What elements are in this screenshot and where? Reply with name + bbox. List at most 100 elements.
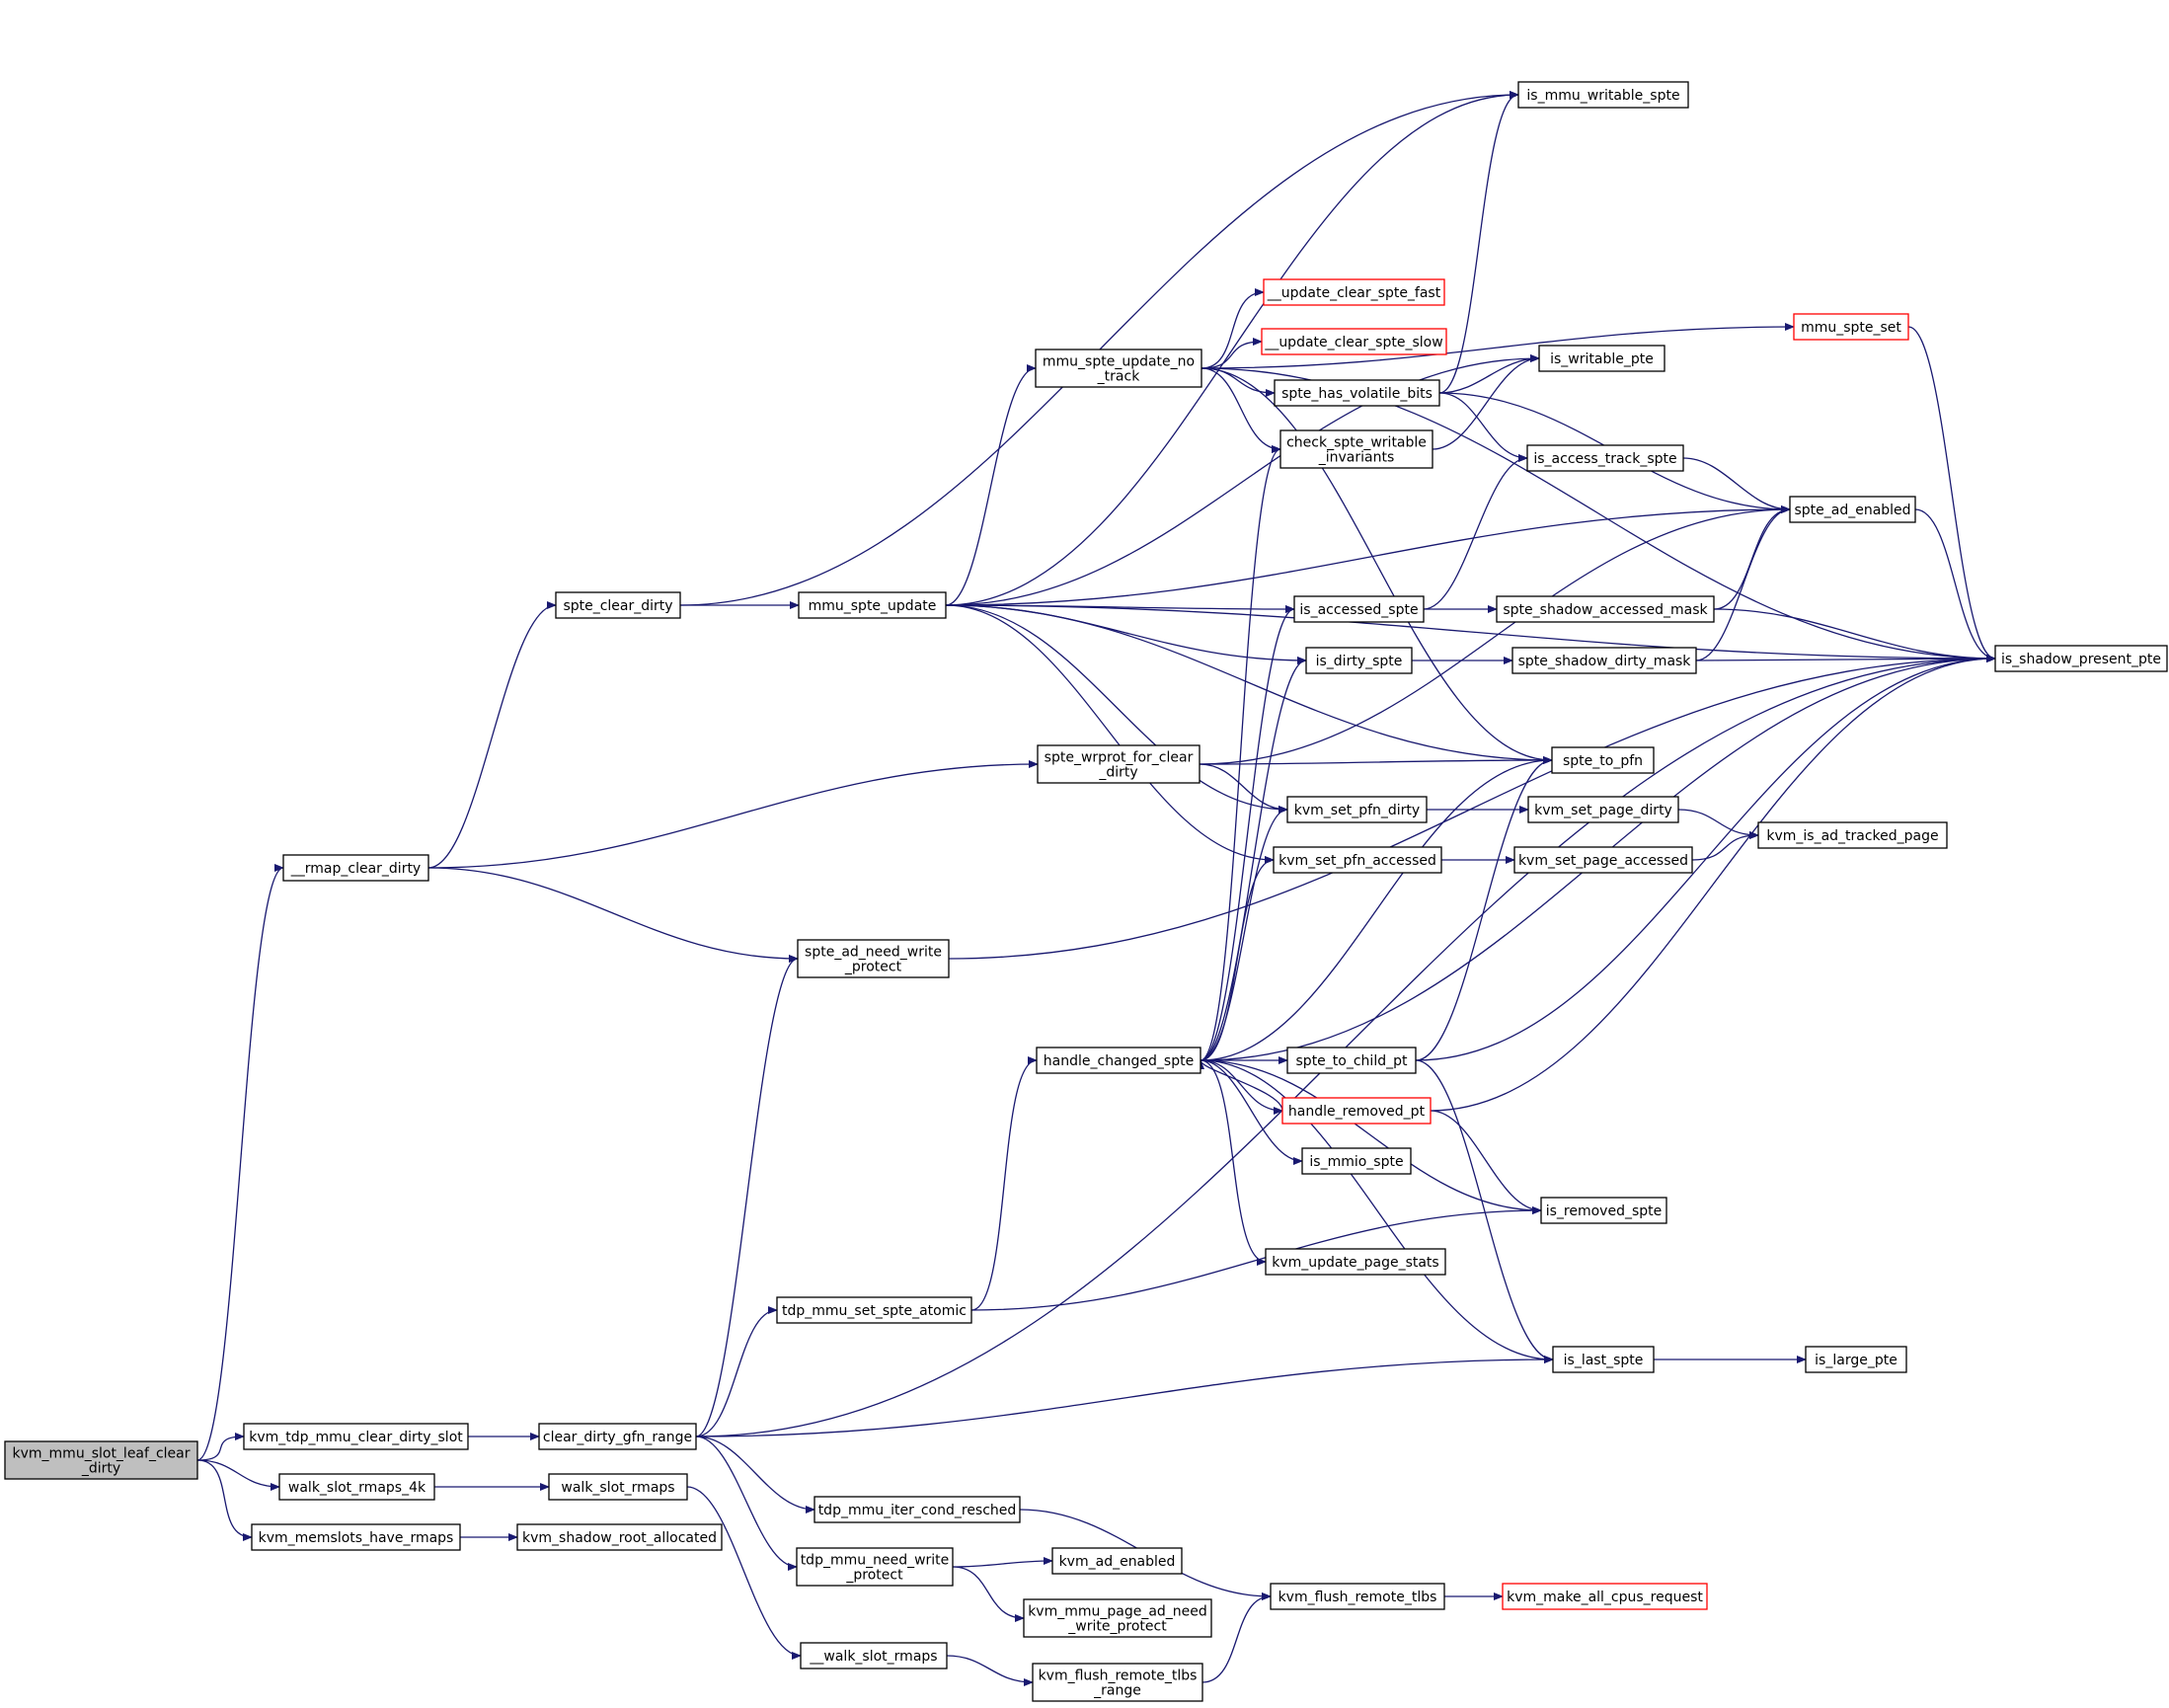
node-is-large-pte[interactable]: is_large_pte xyxy=(1805,1346,1907,1373)
node-label: spte_wrprot_for_clear xyxy=(1045,750,1194,766)
node-box xyxy=(1281,1097,1432,1125)
node-is-access-track-spte[interactable]: is_access_track_spte xyxy=(1526,444,1684,472)
node-label: spte_clear_dirty xyxy=(563,598,672,614)
node-is-shadow-present-pte[interactable]: is_shadow_present_pte xyxy=(1994,645,2168,672)
node-kvm-tdp-mmu-clear-dirty-slot[interactable]: kvm_tdp_mmu_clear_dirty_slot xyxy=(243,1423,469,1450)
node-kvm-flush-remote-tlbs-range[interactable]: kvm_flush_remote_tlbs_range xyxy=(1032,1663,1203,1702)
node-kvm-update-page-stats[interactable]: kvm_update_page_stats xyxy=(1265,1248,1446,1276)
node-box xyxy=(1527,796,1679,823)
node-clear-dirty-gfn-range[interactable]: clear_dirty_gfn_range xyxy=(538,1423,697,1450)
edge-spte_to_child_pt-to-spte_to_pfn xyxy=(1415,756,1553,1061)
node-mmu-spte-set[interactable]: mmu_spte_set xyxy=(1793,313,1909,341)
node-box xyxy=(813,1496,1021,1523)
node-label: is_dirty_spte xyxy=(1316,654,1403,669)
node-label: kvm_make_all_cpus_request xyxy=(1507,1590,1703,1605)
node-is-last-spte[interactable]: is_last_spte xyxy=(1552,1346,1655,1373)
edge-mmu_spte_update_no_track-to-update_clear_spte_slow xyxy=(1201,338,1263,369)
node-box xyxy=(516,1523,723,1551)
node-spte-has-volatile-bits[interactable]: spte_has_volatile_bits xyxy=(1274,379,1440,407)
node-label: is_shadow_present_pte xyxy=(2001,652,2161,667)
edge-mmu_spte_update_no_track-to-mmu_spte_set xyxy=(1201,323,1795,369)
edge-spte_ad_need_write_protect-to-is_shadow_present_pte xyxy=(948,655,1996,960)
node-mmu-spte-update-no-track[interactable]: mmu_spte_update_no_track xyxy=(1035,349,1202,388)
edge-clear_dirty_gfn_range-to-tdp_mmu_need_write_protect xyxy=(695,1436,798,1571)
node-kvm-set-page-dirty[interactable]: kvm_set_page_dirty xyxy=(1527,796,1679,823)
node-box xyxy=(1037,744,1201,784)
node-handle-removed-pt[interactable]: handle_removed_pt xyxy=(1281,1097,1432,1125)
node-root[interactable]: kvm_mmu_slot_leaf_clear_dirty xyxy=(4,1440,198,1480)
node-is-mmio-spte[interactable]: is_mmio_spte xyxy=(1301,1147,1412,1175)
node-is-mmu-writable-spte[interactable]: is_mmu_writable_spte xyxy=(1517,81,1689,109)
node-tdp-mmu-need-write-protect[interactable]: tdp_mmu_need_write_protect xyxy=(796,1547,954,1587)
node-label: kvm_flush_remote_tlbs xyxy=(1039,1669,1198,1684)
node-kvm-memslots-have-rmaps[interactable]: kvm_memslots_have_rmaps xyxy=(251,1523,461,1551)
node-label: is_accessed_spte xyxy=(1299,602,1418,618)
node-rmap-clear-dirty[interactable]: __rmap_clear_dirty xyxy=(282,854,429,882)
edge-handle_changed_spte-to-is_accessed_spte xyxy=(1200,605,1295,1061)
node-box xyxy=(1757,821,1948,849)
node-spte-shadow-dirty-mask[interactable]: spte_shadow_dirty_mask xyxy=(1511,647,1697,674)
node-tdp-mmu-iter-cond-resched[interactable]: tdp_mmu_iter_cond_resched xyxy=(813,1496,1021,1523)
node-walk-slot-rmaps2[interactable]: __walk_slot_rmaps xyxy=(800,1642,948,1669)
node-spte-to-child-pt[interactable]: spte_to_child_pt xyxy=(1286,1047,1417,1074)
edge-clear_dirty_gfn_range-to-tdp_mmu_iter_cond_resched xyxy=(695,1436,815,1514)
node-box xyxy=(1279,429,1433,469)
edge-spte_wrprot_for_clear_dirty-to-spte_to_pfn xyxy=(1199,756,1553,765)
node-kvm-mmu-page-ad-need-write-protect[interactable]: kvm_mmu_page_ad_need_write_protect xyxy=(1023,1598,1212,1638)
node-kvm-set-page-accessed[interactable]: kvm_set_page_accessed xyxy=(1513,846,1693,874)
node-label: _write_protect xyxy=(1067,1619,1167,1635)
node-spte-to-pfn[interactable]: spte_to_pfn xyxy=(1551,746,1655,774)
node-tdp-mmu-set-spte-atomic[interactable]: tdp_mmu_set_spte_atomic xyxy=(776,1296,972,1324)
node-label: mmu_spte_update_no xyxy=(1043,354,1195,370)
node-kvm-set-pfn-accessed[interactable]: kvm_set_pfn_accessed xyxy=(1273,846,1442,874)
node-kvm-ad-enabled[interactable]: kvm_ad_enabled xyxy=(1051,1547,1183,1575)
node-spte-wrprot-for-clear-dirty[interactable]: spte_wrprot_for_clear_dirty xyxy=(1037,744,1201,784)
node-update-clear-spte-fast[interactable]: __update_clear_spte_fast xyxy=(1263,278,1445,306)
node-mmu-spte-update[interactable]: mmu_spte_update xyxy=(798,591,947,619)
edge-walk_slot_rmaps2-to-kvm_flush_remote_tlbs_range xyxy=(946,1655,1034,1686)
edge-clear_dirty_gfn_range-to-is_last_spte xyxy=(695,1356,1554,1437)
node-spte-ad-enabled[interactable]: spte_ad_enabled xyxy=(1789,496,1916,523)
node-box xyxy=(1293,595,1425,623)
node-spte-shadow-accessed-mask[interactable]: spte_shadow_accessed_mask xyxy=(1496,595,1715,623)
node-is-writable-pte[interactable]: is_writable_pte xyxy=(1538,345,1665,372)
node-label: tdp_mmu_iter_cond_resched xyxy=(818,1503,1017,1518)
node-kvm-flush-remote-tlbs[interactable]: kvm_flush_remote_tlbs xyxy=(1270,1583,1445,1610)
node-box xyxy=(1517,81,1689,109)
edge-handle_changed_spte-to-is_dirty_spte xyxy=(1200,657,1307,1061)
node-walk-slot-rmaps[interactable]: walk_slot_rmaps xyxy=(548,1473,688,1501)
node-label: clear_dirty_gfn_range xyxy=(543,1430,692,1445)
node-label: kvm_memslots_have_rmaps xyxy=(259,1530,454,1546)
node-kvm-shadow-root-allocated[interactable]: kvm_shadow_root_allocated xyxy=(516,1523,723,1551)
node-spte-clear-dirty[interactable]: spte_clear_dirty xyxy=(555,591,681,619)
node-kvm-is-ad-tracked-page[interactable]: kvm_is_ad_tracked_page xyxy=(1757,821,1948,849)
edge-spte_wrprot_for_clear_dirty-to-kvm_set_pfn_dirty xyxy=(1199,763,1288,814)
edge-mmu_spte_update_no_track-to-check_spte_writable_invariants xyxy=(1201,367,1281,453)
node-label: handle_removed_pt xyxy=(1288,1104,1426,1120)
node-is-removed-spte[interactable]: is_removed_spte xyxy=(1540,1197,1667,1224)
node-box xyxy=(1265,1248,1446,1276)
node-update-clear-spte-slow[interactable]: __update_clear_spte_slow xyxy=(1261,328,1447,355)
node-kvm-make-all-cpus-request[interactable]: kvm_make_all_cpus_request xyxy=(1502,1583,1708,1610)
node-box xyxy=(776,1296,972,1324)
node-label: _invariants xyxy=(1318,450,1395,466)
node-check-spte-writable-invariants[interactable]: check_spte_writable_invariants xyxy=(1279,429,1433,469)
node-label: is_mmio_spte xyxy=(1309,1154,1403,1170)
node-label: kvm_is_ad_tracked_page xyxy=(1766,828,1938,844)
node-is-dirty-spte[interactable]: is_dirty_spte xyxy=(1305,647,1413,674)
edge-check_spte_writable_invariants-to-is_writable_pte xyxy=(1432,354,1540,450)
node-walk-slot-rmaps-4k[interactable]: walk_slot_rmaps_4k xyxy=(278,1473,435,1501)
node-spte-ad-need-write-protect[interactable]: spte_ad_need_write_protect xyxy=(797,939,950,978)
node-box xyxy=(1274,379,1440,407)
edge-mmu_spte_update_no_track-to-update_clear_spte_fast xyxy=(1201,288,1265,369)
node-box xyxy=(555,591,681,619)
edge-is_accessed_spte-to-is_access_track_spte xyxy=(1423,454,1528,610)
node-label: spte_ad_need_write xyxy=(805,945,942,961)
edge-handle_removed_pt-to-handle_changed_spte xyxy=(1197,1059,1283,1112)
edge-mmu_spte_update-to-spte_to_pfn xyxy=(945,604,1553,764)
node-handle-changed-spte[interactable]: handle_changed_spte xyxy=(1036,1047,1201,1074)
node-kvm-set-pfn-dirty[interactable]: kvm_set_pfn_dirty xyxy=(1286,796,1428,823)
node-is-accessed-spte[interactable]: is_accessed_spte xyxy=(1293,595,1425,623)
node-box xyxy=(1496,595,1715,623)
node-box xyxy=(538,1423,697,1450)
